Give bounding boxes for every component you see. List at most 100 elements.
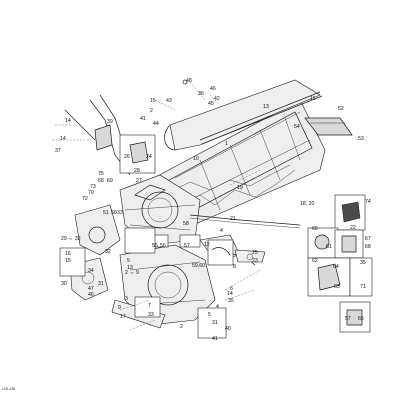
callout-33: 33 [117,210,123,216]
callout-26: 26 [124,154,130,160]
callouts: 48 46 42 45 43 15 36 39 41 44 2 11 13 52… [55,78,371,342]
callout-2: 2 [150,108,153,114]
callout-71: 71 [360,284,366,290]
callout-41b: 41 [212,336,218,342]
callout-4: 4 [220,228,223,234]
side-rail [189,214,301,229]
callout-70: 70 [88,190,94,196]
callout-75: 75 [98,171,104,177]
callout-52: 52 [338,106,344,112]
callout-43: 43 [166,98,172,104]
callout-46: 46 [210,86,216,92]
callout-64: 64 [333,264,339,270]
detail-74-22 [334,194,366,231]
rear-bumper-piece [304,117,353,136]
hardware-detail-57 [179,234,201,248]
callout-63: 63 [334,284,340,290]
callout-2b: 2 [180,324,183,330]
callout-62: 62 [312,258,318,264]
detail-35-71 [349,257,373,297]
callout-30: 30 [61,281,67,287]
right-bracket [234,249,266,263]
callout-65: 65 [358,316,364,322]
figure-reference-code: U3L4I8 [2,386,16,391]
callout-1: 1 [225,141,228,147]
callout-57b: 57 [345,316,351,322]
callout-34: 34 [88,268,94,274]
detail-62-61 [307,227,339,259]
callout-17: 17 [120,314,126,320]
rear-cover [164,79,321,151]
callout-35b: 35 [228,298,234,304]
callout-35: 35 [360,260,366,266]
callout-44: 44 [153,121,159,127]
callout-25: 25 [252,250,258,256]
callout-48: 48 [186,78,192,84]
callout-7: 7 [148,303,151,309]
callout-36: 36 [198,91,204,97]
callout-42: 42 [214,96,220,102]
callout-33b: 33 [148,312,154,318]
hardware-detail-5-13 [124,227,156,254]
callout-9: 9 [118,305,121,311]
callout-58: 58 [183,221,189,227]
callout-5b: 5 [208,312,211,318]
callout-27: 27 [136,178,142,184]
callout-51: 51 [103,210,109,216]
callout-54: 54 [294,124,300,130]
callout-16: 16 [65,251,71,257]
callout-46b: 46 [88,292,94,298]
callout-24: 24 [146,154,152,160]
callout-13: 13 [263,104,269,110]
callout-53: 53 [358,136,364,142]
callout-12: 12 [204,242,210,248]
callout-2-9: 2 ⇔ 9 [125,270,139,276]
callout-74: 74 [365,199,371,205]
callout-47: 47 [88,286,94,292]
callout-59-60: 59,60 [192,263,205,269]
fasteners [52,124,261,331]
callout-32: 32 [105,249,111,255]
callout-68b: 68 [365,244,371,250]
callout-18-20: 18, 20 [300,201,315,207]
callout-66: 66 [312,226,318,232]
front-bumper-left [74,204,121,256]
callout-14b: 14 [60,136,66,142]
callout-3: 3 [125,296,128,302]
bracket-detail-60 [207,239,234,266]
callout-6: 6 [230,286,233,292]
callout-67: 67 [365,236,371,242]
detail-62-64-63 [307,257,351,297]
callout-57: 57 [184,243,190,249]
callout-41: 41 [140,116,146,122]
callout-31: 31 [98,281,104,287]
callout-8: 8 [233,264,236,270]
callout-29-32: 29 ⇔ 32 [61,236,81,242]
hardware-detail-5-31 [197,307,227,339]
callout-61: 61 [326,244,332,250]
callout-40: 40 [225,326,231,332]
top-hardware [154,79,221,111]
callout-14a: 14 [65,118,71,124]
callout-11: 11 [310,96,315,102]
callout-21: 21 [230,216,236,222]
bracket-detail-26 [119,134,156,174]
hardware-detail-15-16 [59,247,86,277]
callout-31b: 31 [212,320,218,326]
detail-67-68 [334,229,364,259]
callout-28: 28 [134,168,140,174]
callout-14c: 14 [227,291,233,297]
callout-5: 5 [127,258,130,264]
callout-10: 10 [193,156,199,162]
callout-50: 50 [111,210,117,216]
hardware-detail-7-33 [134,296,161,318]
callout-22: 22 [350,225,356,231]
callout-15b: 15 [65,258,71,264]
callout-15: 15 [150,98,156,104]
callout-13b: 13 [127,265,133,271]
callout-19: 19 [237,185,243,191]
callout-45: 45 [208,101,214,107]
callout-23: 23 [252,258,258,264]
callout-55: 55 [152,243,158,249]
